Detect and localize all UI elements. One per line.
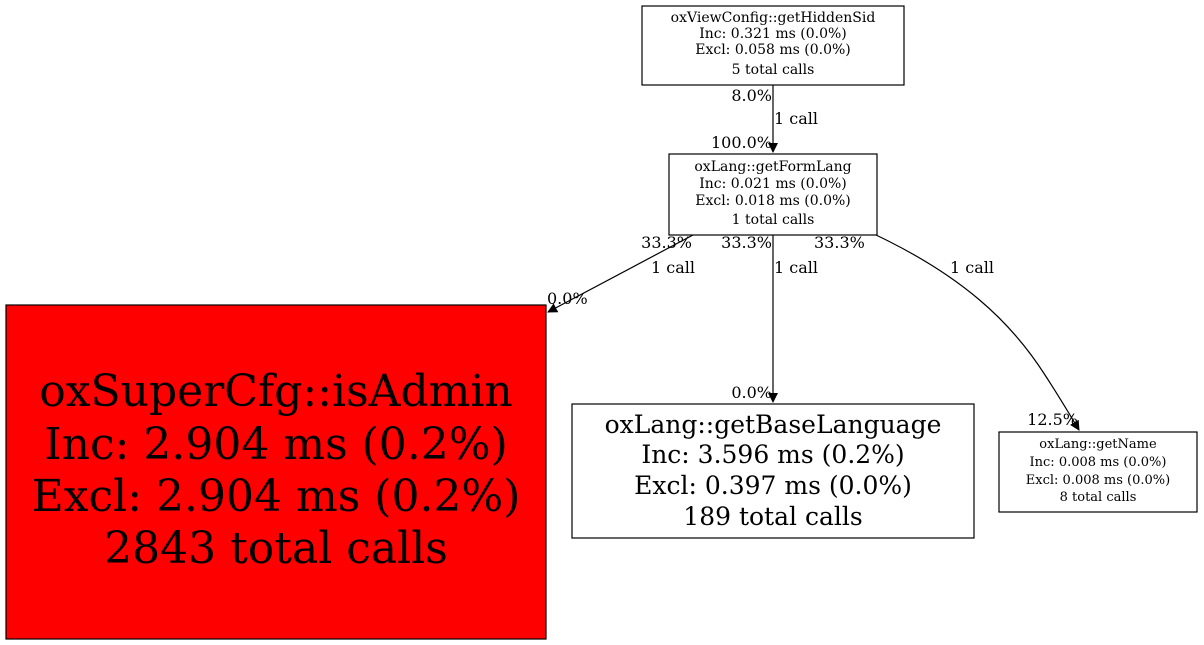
node-title: oxLang::getName xyxy=(1039,437,1157,452)
node-box xyxy=(5,304,547,640)
node-title: oxViewConfig::getHiddenSid xyxy=(671,10,876,26)
edge-call-label: 1 call xyxy=(651,258,695,277)
edge-head-label: 12.5% xyxy=(1027,410,1078,429)
edge-form-to-base: 33.3% 1 call 0.0% xyxy=(721,233,818,403)
node-inc: Inc: 0.021 ms (0.0%) xyxy=(699,176,847,192)
node-box xyxy=(668,153,878,236)
edge-hidden-to-form: 8.0% 1 call 100.0% xyxy=(711,85,818,153)
edge-call-label: 1 call xyxy=(950,258,994,277)
edge-tail-label: 33.3% xyxy=(814,233,865,252)
edge-form-to-name: 33.3% 1 call 12.5% xyxy=(814,233,1080,431)
node-calls: 5 total calls xyxy=(732,62,815,78)
node-inc: Inc: 2.904 ms (0.2%) xyxy=(44,419,508,470)
node-excl: Excl: 0.058 ms (0.0%) xyxy=(695,42,851,58)
edge-tail-label: 8.0% xyxy=(731,86,772,105)
edge-call-label: 1 call xyxy=(774,258,818,277)
node-calls: 8 total calls xyxy=(1060,490,1137,505)
edge-head-label: 0.0% xyxy=(731,383,772,402)
node-box xyxy=(641,5,905,86)
node-title: oxLang::getBaseLanguage xyxy=(605,410,942,439)
node-title: oxSuperCfg::isAdmin xyxy=(39,366,513,417)
node-box xyxy=(998,431,1198,513)
node-excl: Excl: 0.397 ms (0.0%) xyxy=(634,471,912,500)
edge-head-label: 0.0% xyxy=(547,289,588,308)
node-title: oxLang::getFormLang xyxy=(694,159,851,175)
edge-call-label: 1 call xyxy=(774,109,818,128)
node-calls: 189 total calls xyxy=(683,502,862,531)
node-excl: Excl: 0.008 ms (0.0%) xyxy=(1026,473,1170,488)
node-is-admin[interactable]: oxSuperCfg::isAdmin Inc: 2.904 ms (0.2%)… xyxy=(5,304,547,640)
node-get-hidden-sid[interactable]: oxViewConfig::getHiddenSid Inc: 0.321 ms… xyxy=(641,5,905,86)
node-excl: Excl: 2.904 ms (0.2%) xyxy=(32,471,521,522)
node-inc: Inc: 0.321 ms (0.0%) xyxy=(699,26,847,42)
edge-line xyxy=(547,234,694,313)
edge-line xyxy=(875,234,1080,431)
node-get-name[interactable]: oxLang::getName Inc: 0.008 ms (0.0%) Exc… xyxy=(998,431,1198,513)
node-get-form-lang[interactable]: oxLang::getFormLang Inc: 0.021 ms (0.0%)… xyxy=(668,153,878,236)
edge-tail-label: 33.3% xyxy=(721,233,772,252)
node-inc: Inc: 0.008 ms (0.0%) xyxy=(1030,455,1167,470)
node-calls: 1 total calls xyxy=(732,212,815,228)
node-inc: Inc: 3.596 ms (0.2%) xyxy=(641,440,904,469)
edge-tail-label: 33.3% xyxy=(641,233,692,252)
edge-head-label: 100.0% xyxy=(711,133,772,152)
node-box xyxy=(571,403,975,539)
node-excl: Excl: 0.018 ms (0.0%) xyxy=(695,193,851,209)
node-get-base-language[interactable]: oxLang::getBaseLanguage Inc: 3.596 ms (0… xyxy=(571,403,975,539)
edge-form-to-admin: 33.3% 1 call 0.0% xyxy=(547,233,695,313)
node-calls: 2843 total calls xyxy=(104,523,448,574)
